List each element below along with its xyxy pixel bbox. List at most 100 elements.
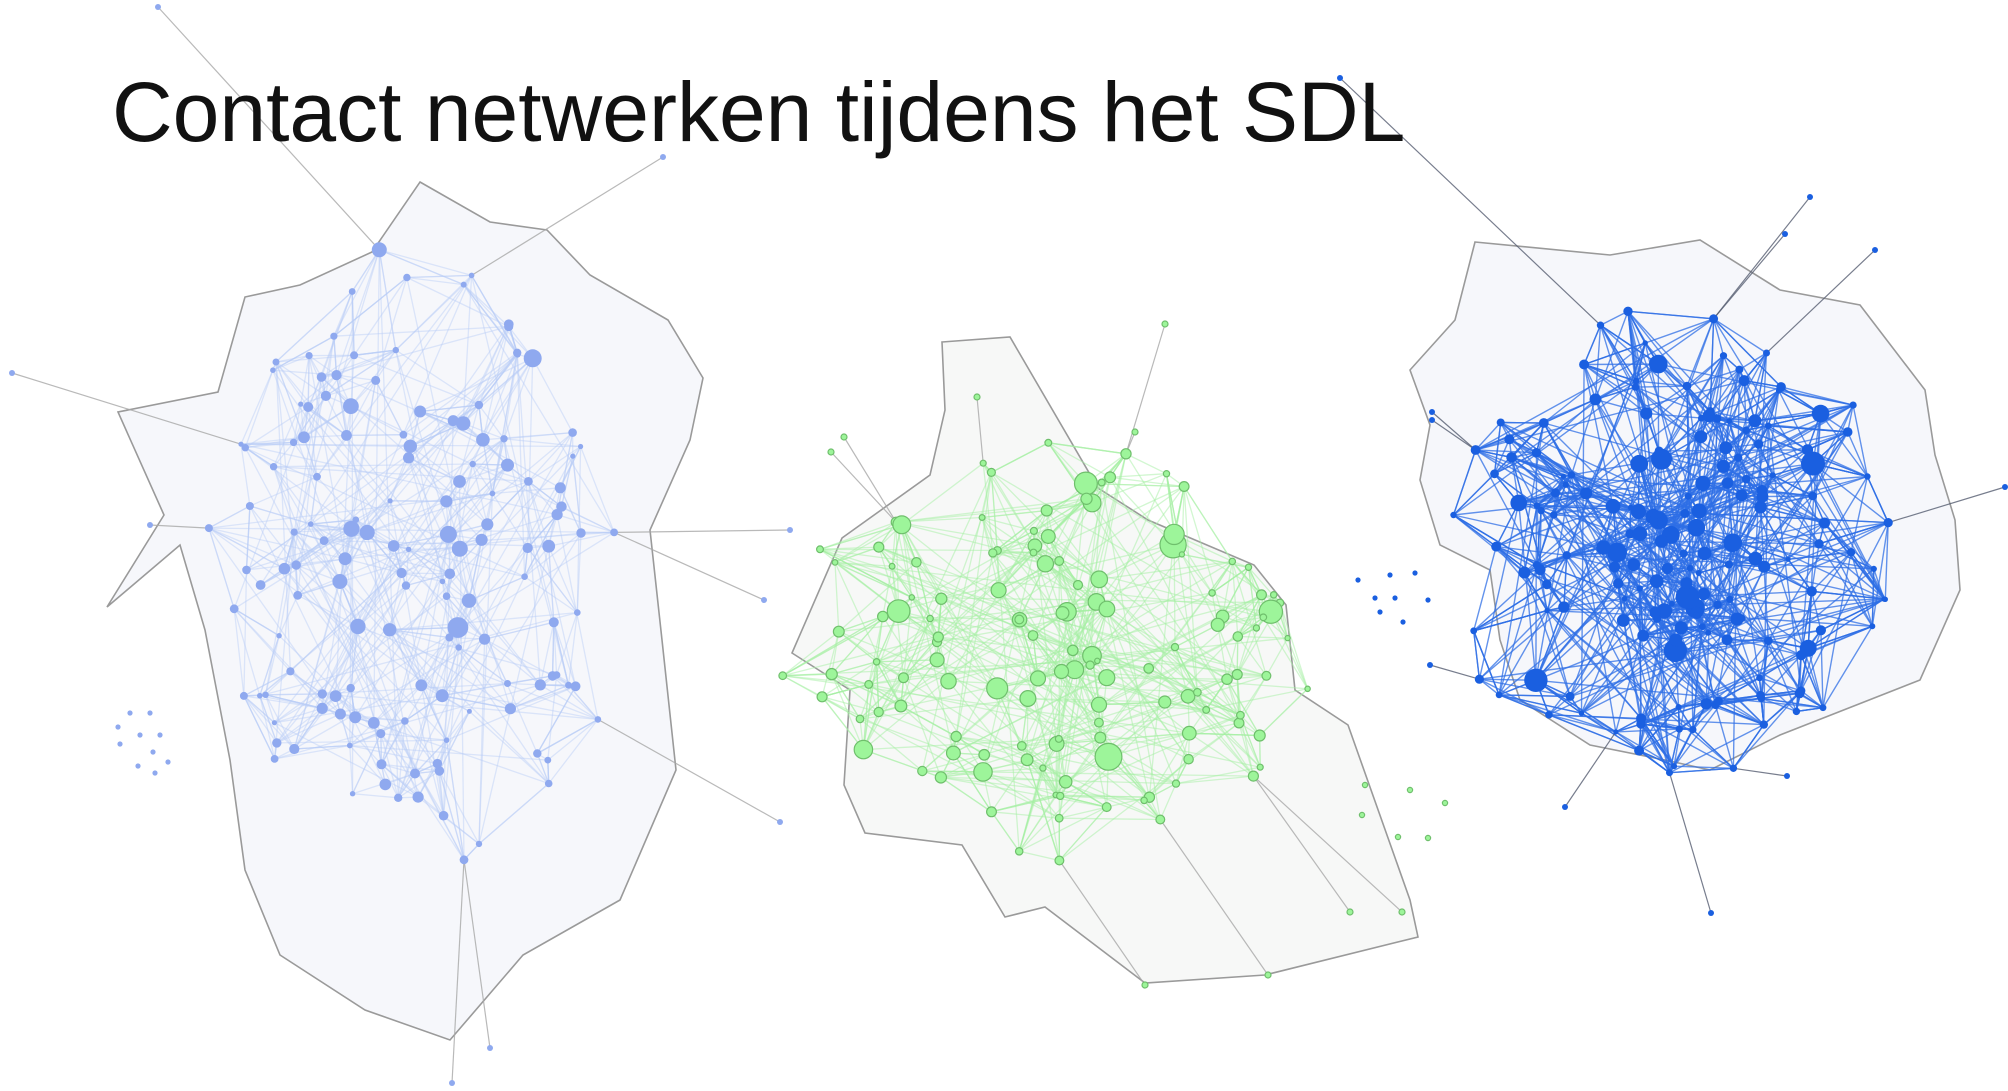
isolated-node (1358, 811, 1366, 819)
edge (1622, 494, 1743, 621)
node (1631, 383, 1640, 391)
edge (484, 621, 554, 640)
node (1792, 707, 1801, 716)
edge (1643, 617, 1742, 637)
node (447, 415, 459, 427)
edge (240, 436, 305, 445)
edge (1236, 674, 1242, 716)
node (415, 679, 428, 692)
isolated-node (1425, 597, 1431, 603)
isolated-node (1377, 609, 1383, 615)
edge (272, 354, 310, 371)
edge (334, 406, 352, 697)
edge (1494, 452, 1537, 475)
edge (491, 493, 529, 549)
edge (1536, 510, 1542, 566)
node (1742, 426, 1750, 435)
edge (1059, 817, 1161, 821)
edge (458, 646, 508, 685)
edge (1678, 706, 1694, 730)
edge (482, 326, 510, 440)
edge (503, 438, 570, 686)
node (479, 633, 491, 645)
edge (1638, 750, 1670, 774)
edge (1627, 310, 1714, 320)
edge (274, 695, 443, 724)
node (481, 518, 494, 531)
edge (1553, 514, 1660, 521)
edge (380, 732, 447, 741)
edge (1452, 449, 1477, 516)
edge (903, 563, 1046, 679)
edge (524, 576, 578, 614)
node (1524, 668, 1548, 692)
node (1693, 611, 1700, 618)
edge (1594, 399, 1738, 620)
node (1684, 492, 1692, 500)
edge (1566, 554, 1680, 708)
hull-outline (106, 180, 704, 1041)
node (350, 351, 359, 360)
node (1544, 607, 1550, 614)
node (469, 460, 476, 468)
edge (1746, 474, 1773, 480)
edge (941, 485, 1185, 600)
edge (349, 744, 438, 765)
node (1621, 595, 1628, 602)
isolated-node (115, 724, 121, 730)
node (1819, 704, 1827, 712)
edge (1563, 475, 1813, 497)
edge (472, 438, 505, 465)
node (1814, 539, 1824, 549)
edge (449, 539, 483, 575)
edge (536, 753, 550, 784)
edge (1798, 630, 1822, 694)
edge (1718, 694, 1761, 702)
edge (1554, 492, 1675, 767)
node (1630, 503, 1646, 520)
edge (782, 675, 869, 686)
edge (293, 708, 323, 750)
edge (1743, 380, 1756, 421)
node (1723, 533, 1742, 553)
node (1054, 734, 1063, 743)
edge (346, 434, 404, 437)
edge (397, 446, 582, 799)
node (371, 242, 387, 258)
edge (366, 532, 403, 574)
edge (1247, 567, 1258, 629)
node (1233, 717, 1245, 729)
edge (293, 695, 337, 750)
node (276, 633, 282, 639)
edge (350, 528, 422, 686)
edge (1812, 475, 1868, 497)
node (1663, 638, 1687, 663)
edge (1761, 697, 1824, 709)
edge (553, 622, 570, 686)
edge (1583, 364, 1597, 400)
edge (345, 435, 445, 816)
node (1550, 511, 1558, 519)
edge (547, 760, 550, 784)
edge (1060, 795, 1145, 802)
node (908, 594, 916, 601)
edge (420, 647, 460, 686)
edge (1098, 635, 1239, 706)
node (1883, 518, 1893, 528)
edge (240, 441, 294, 445)
node (1178, 551, 1186, 558)
edge (1705, 418, 1718, 704)
edge (1759, 677, 1797, 712)
edge (275, 361, 305, 438)
node (476, 433, 490, 447)
node (1709, 314, 1719, 324)
edge (471, 275, 519, 355)
edge (1569, 598, 1886, 698)
edge (1033, 552, 1261, 768)
edge (335, 464, 509, 697)
edge (1473, 609, 1548, 632)
isolated-node (165, 759, 171, 765)
edge (265, 694, 295, 750)
outlier-edge (1429, 664, 1480, 680)
edge (272, 369, 459, 628)
